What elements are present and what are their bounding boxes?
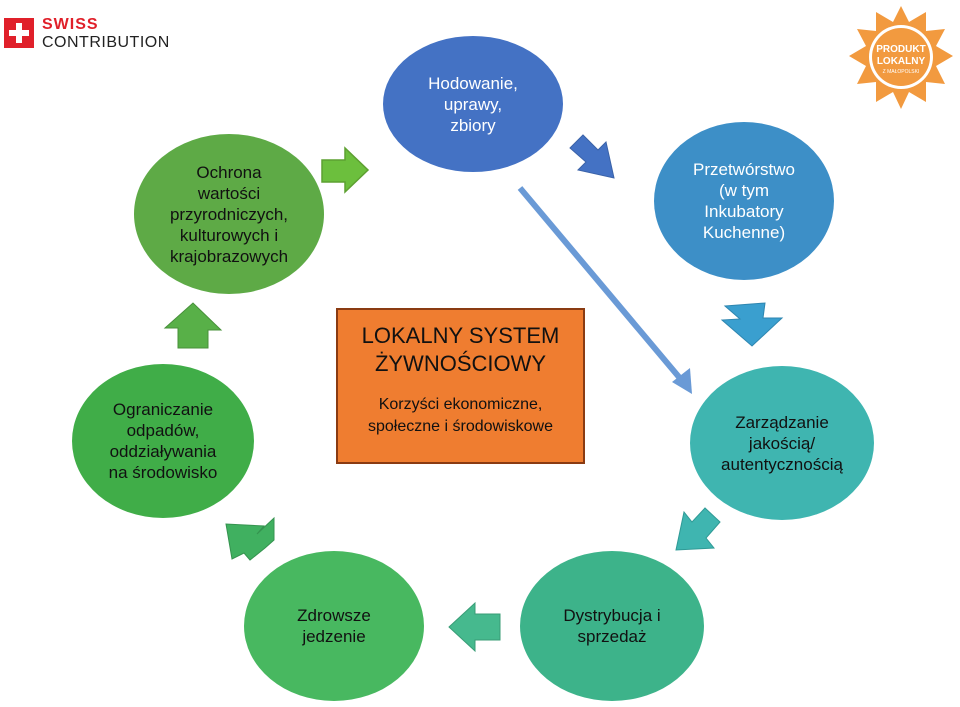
arrow-przetworstwo-to-zarzadzanie xyxy=(720,302,784,347)
node-ochrona-line-4: kulturowych i xyxy=(179,225,279,245)
node-zarzadzanie: Zarządzanie jakością/ autentycznością xyxy=(690,366,874,520)
swiss-contribution-logo: SWISS CONTRIBUTION xyxy=(0,14,170,54)
node-zdrowsze: Zdrowsze jedzenie xyxy=(244,551,424,701)
arrow-diagonal-head xyxy=(672,368,692,394)
node-dystrybucja-line-1: Dystrybucja i xyxy=(563,606,661,625)
logo-line-1: SWISS xyxy=(42,16,99,33)
node-hodowanie-line-2: uprawy, xyxy=(443,94,503,114)
node-zarzadzanie-line-2: jakością/ xyxy=(748,433,816,453)
node-zdrowsze-line-1: Zdrowsze xyxy=(297,606,371,625)
badge-text-1: PRODUKT xyxy=(876,44,925,55)
arrow-diagonal-line xyxy=(517,186,687,385)
node-przetworstwo-line-4: Kuchenne) xyxy=(702,223,786,242)
arrow-ochrona-to-hodowanie xyxy=(321,146,370,194)
node-ochrona-line-2: wartości xyxy=(197,183,261,203)
node-ochrona-line-3: przyrodniczych, xyxy=(169,204,289,224)
center-title-line-1: LOKALNY SYSTEM xyxy=(361,323,560,348)
center-subtitle-line-2: społeczne i środowiskowe xyxy=(368,418,553,435)
node-hodowanie: Hodowanie, uprawy, zbiory xyxy=(383,36,563,172)
node-przetworstwo-line-2: (w tym xyxy=(718,181,770,200)
arrow-ograniczanie-to-ochrona xyxy=(163,302,223,349)
arrow-zdrowsze-to-ograniczanie xyxy=(225,516,275,561)
node-zdrowsze-line-2: jedzenie xyxy=(302,627,366,646)
node-dystrybucja-line-2: sprzedaż xyxy=(577,627,647,646)
badge-text-2: LOKALNY xyxy=(877,56,926,67)
node-zarzadzanie-line-3: autentycznością xyxy=(721,454,843,474)
node-ograniczanie-line-3: oddziaływania xyxy=(109,442,217,461)
center-title-line-2: ŻYWNOŚCIOWY xyxy=(374,351,547,376)
node-zarzadzanie-line-1: Zarządzanie xyxy=(735,412,829,432)
arrow-zarzadzanie-to-dystrybucja xyxy=(675,507,721,551)
node-ograniczanie-line-2: odpadów, xyxy=(126,421,200,440)
node-ochrona-line-5: krajobrazowych xyxy=(169,246,289,266)
node-ochrona-line-1: Ochrona xyxy=(196,162,262,182)
node-ograniczanie: Ograniczanie odpadów, oddziaływania na ś… xyxy=(72,364,254,518)
node-ograniczanie-line-4: na środowisko xyxy=(108,463,218,482)
logo-line-2: CONTRIBUTION xyxy=(42,34,170,51)
produkt-lokalny-badge: PRODUKT LOKALNY Z MAŁOPOLSKI xyxy=(849,6,953,109)
center-subtitle-line-1: Korzyści ekonomiczne, xyxy=(378,396,543,413)
node-dystrybucja: Dystrybucja i sprzedaż xyxy=(520,551,704,701)
node-przetworstwo-line-3: Inkubatory xyxy=(704,202,784,221)
node-przetworstwo: Przetwórstwo (w tym Inkubatory Kuchenne) xyxy=(654,122,834,280)
node-ograniczanie-line-1: Ograniczanie xyxy=(112,400,214,419)
center-system-box: LOKALNY SYSTEM ŻYWNOŚCIOWY Korzyści ekon… xyxy=(336,308,585,464)
arrow-dystrybucja-to-zdrowsze xyxy=(448,601,501,653)
swiss-cross-icon xyxy=(4,18,34,48)
badge-text-3: Z MAŁOPOLSKI xyxy=(883,69,920,75)
node-przetworstwo-line-1: Przetwórstwo xyxy=(692,160,796,179)
node-ochrona: Ochrona wartości przyrodniczych, kulturo… xyxy=(134,134,324,294)
node-hodowanie-line-3: zbiory xyxy=(450,115,496,135)
arrow-hodowanie-to-przetworstwo xyxy=(569,134,615,179)
node-hodowanie-line-1: Hodowanie, xyxy=(428,73,518,93)
